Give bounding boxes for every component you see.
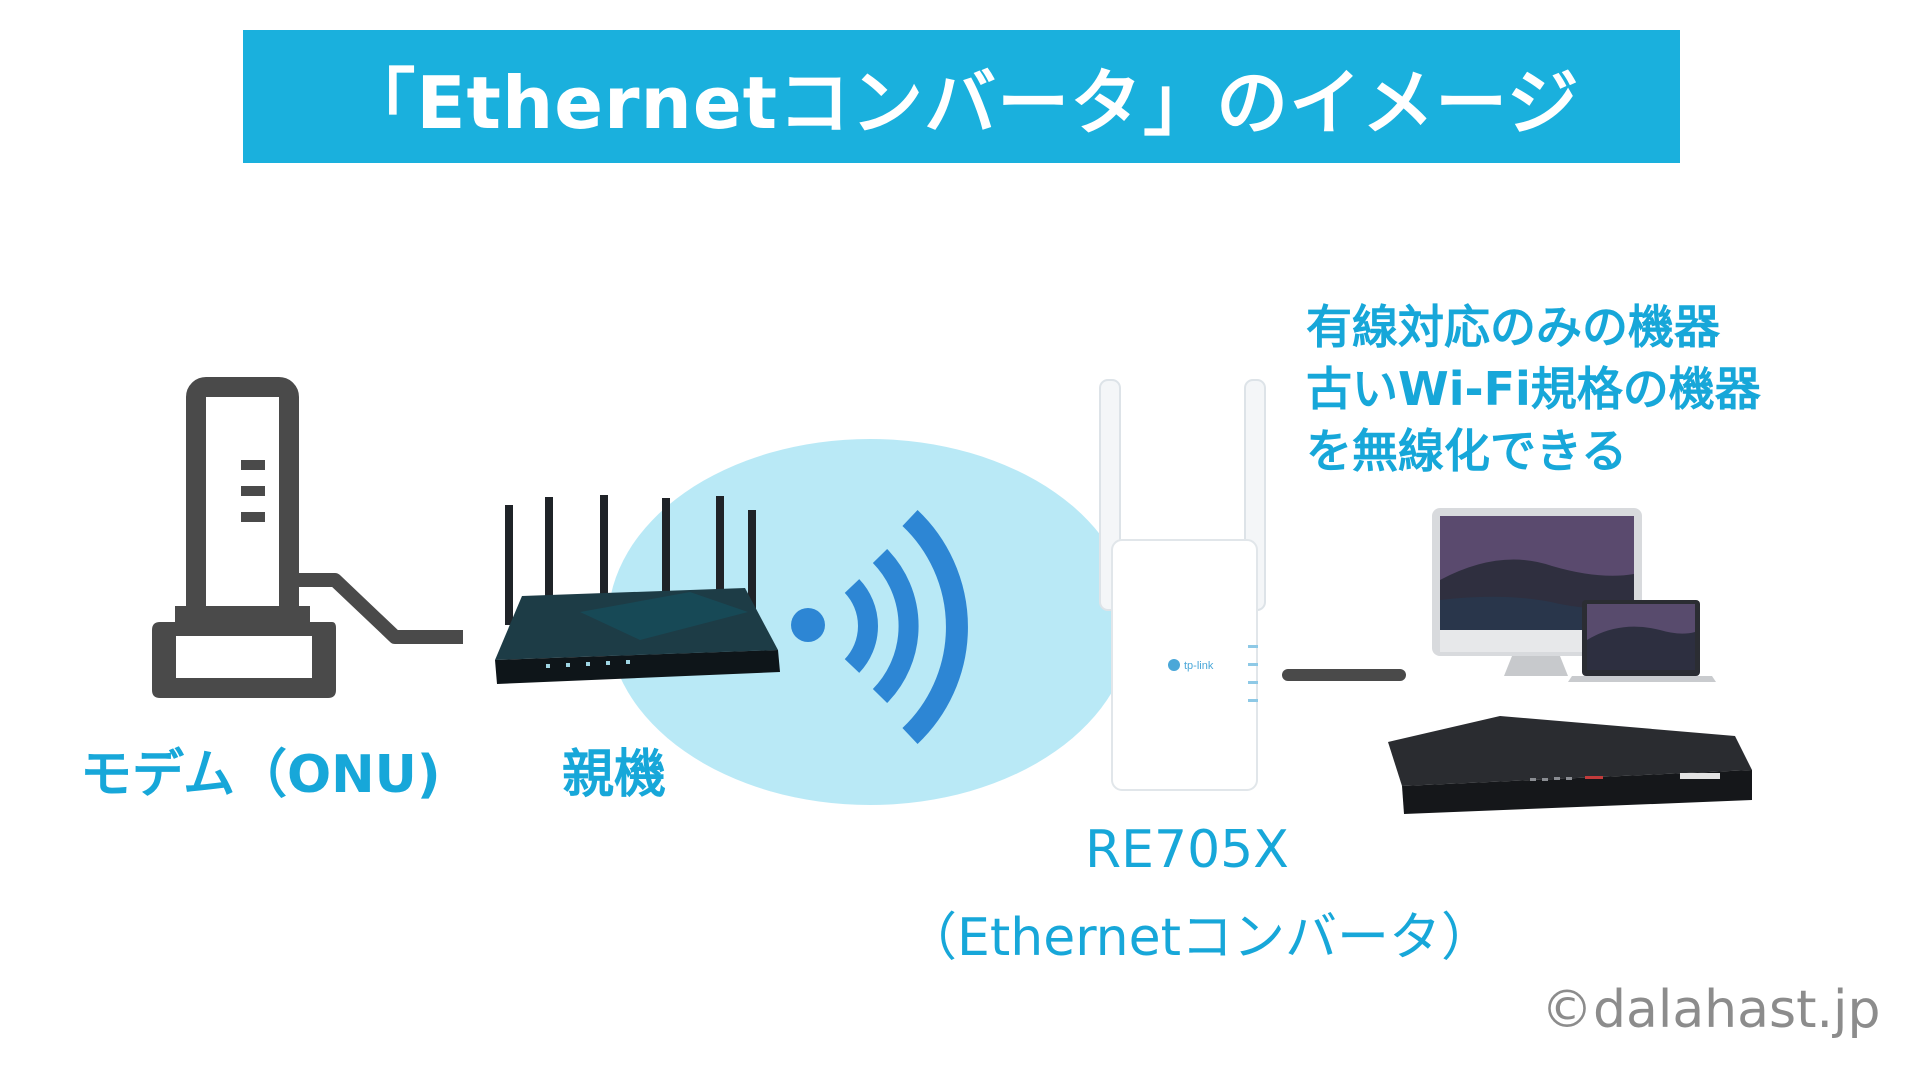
extender-image: tp-link [1099, 379, 1266, 791]
recorder-image [1388, 716, 1752, 814]
device-note-line: を無線化できる [1306, 424, 1628, 478]
laptop-image [1568, 600, 1716, 682]
copyright-text: ©dalahast.jp [1541, 980, 1881, 1040]
router-label: 親機 [562, 745, 667, 805]
extender-role-label: （Ethernetコンバータ） [905, 908, 1493, 968]
wifi-signal-icon [791, 510, 968, 744]
desktop-computer-image [1432, 508, 1642, 676]
device-note-line: 有線対応のみの機器 [1306, 300, 1720, 354]
modem-icon [152, 377, 463, 698]
device-note-line: 古いWi-Fi規格の機器 [1306, 362, 1761, 416]
page-title: 「Ethernetコンバータ」のイメージ [343, 61, 1580, 145]
router-image [495, 495, 780, 684]
extender-brand-label: tp-link [1184, 660, 1214, 672]
extender-name-label: RE705X [1085, 820, 1289, 880]
title-banner: 「Ethernetコンバータ」のイメージ [243, 30, 1680, 163]
modem-label: モデム（ONU) [80, 745, 441, 805]
device-note: 有線対応のみの機器 古いWi-Fi規格の機器 を無線化できる [1306, 296, 1761, 482]
